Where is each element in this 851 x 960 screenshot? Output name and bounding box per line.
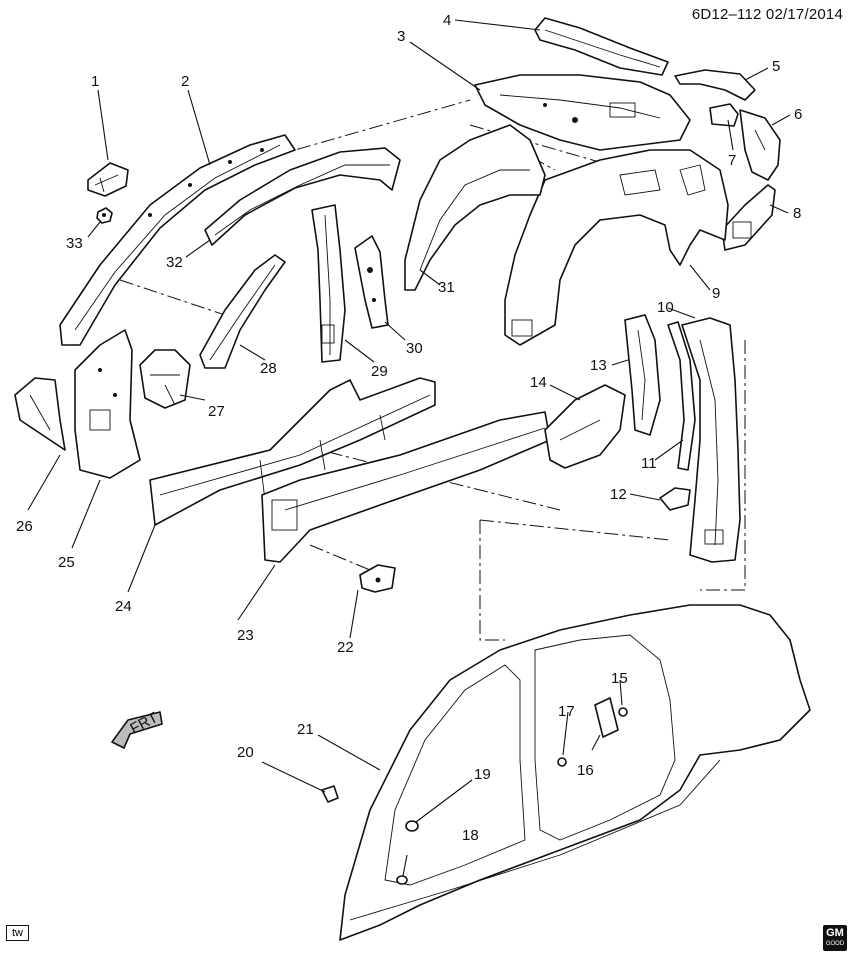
part-29-b-pillar (311, 204, 346, 363)
callout-labels: 1 2 3 4 5 6 7 8 9 10 11 12 13 14 15 16 1… (16, 12, 802, 844)
part-22-bracket (359, 564, 396, 593)
part-26-hinge-pillar (14, 377, 66, 451)
part-6-panel (739, 109, 781, 181)
part-11-strip (667, 321, 696, 471)
part-20-bumper (321, 785, 339, 803)
callout-14: 14 (530, 374, 547, 391)
callout-7: 7 (728, 152, 736, 169)
part-16-pad (594, 697, 619, 738)
part-12-block (659, 487, 691, 511)
callout-15: 15 (611, 670, 628, 687)
tw-badge: tw (6, 925, 29, 941)
part-2-roof-rail (59, 134, 296, 346)
part-17-plug (557, 757, 567, 767)
callout-1: 1 (91, 73, 99, 90)
part-31-wheelhouse-inner (404, 124, 546, 291)
callout-31: 31 (438, 279, 455, 296)
diagram-date: 02/17/2014 (765, 6, 843, 23)
callout-19: 19 (474, 766, 491, 783)
callout-16: 16 (577, 762, 594, 779)
part-24-rocker-inner (149, 377, 436, 526)
callout-22: 22 (337, 639, 354, 656)
part-25-panel (74, 329, 141, 479)
part-23-rocker-outer (261, 411, 551, 563)
part-15-clip (618, 707, 628, 717)
part-13-reinforcement (624, 314, 661, 436)
part-32-roof-rail-inner (204, 147, 401, 246)
diagram-id: 6D12–112 (691, 6, 762, 23)
part-33-nut (96, 207, 113, 224)
callout-9: 9 (712, 285, 720, 302)
part-5-bracket (674, 69, 756, 101)
callout-12: 12 (610, 486, 627, 503)
callout-18: 18 (462, 827, 479, 844)
part-27-bracket (139, 349, 191, 409)
callout-20: 20 (237, 744, 254, 761)
callout-28: 28 (260, 360, 277, 377)
callout-13: 13 (590, 357, 607, 374)
callout-5: 5 (772, 58, 780, 75)
part-10-c-pillar (681, 317, 741, 563)
part-9-wheelhouse (504, 149, 729, 346)
callout-25: 25 (58, 554, 75, 571)
front-indicator: FRT (111, 709, 163, 749)
gm-logo: GM GOOD (823, 925, 847, 951)
callout-33: 33 (66, 235, 83, 252)
callout-2: 2 (181, 73, 189, 90)
part-19-plug (405, 820, 419, 832)
callout-11: 11 (641, 455, 657, 472)
callout-27: 27 (208, 403, 225, 420)
callout-4: 4 (443, 12, 451, 29)
part-14-panel (544, 384, 626, 469)
callout-10: 10 (657, 299, 674, 316)
callout-23: 23 (237, 627, 254, 644)
callout-3: 3 (397, 28, 405, 45)
part-21-body-side-outer (339, 604, 811, 941)
part-8-panel (721, 184, 776, 251)
gm-logo-sub: GOOD (825, 941, 845, 947)
callout-17: 17 (558, 703, 575, 720)
gm-logo-text: GM (826, 927, 844, 939)
part-3-quarter-inner (474, 74, 691, 151)
callout-29: 29 (371, 363, 388, 380)
callout-24: 24 (115, 598, 132, 615)
leader-lines (27, 19, 791, 877)
part-4-rail (534, 17, 669, 76)
part-1-bracket (87, 162, 129, 197)
callout-8: 8 (793, 205, 801, 222)
callout-6: 6 (794, 106, 802, 123)
part-18-plug (396, 875, 408, 885)
part-28-brace (199, 254, 286, 369)
part-30-reinforcement (354, 235, 389, 329)
part-7-clip (709, 103, 739, 127)
callout-26: 26 (16, 518, 33, 535)
callout-30: 30 (406, 340, 423, 357)
callout-32: 32 (166, 254, 183, 271)
diagram-header: 6D12–112 02/17/2014 (692, 6, 843, 23)
callout-21: 21 (297, 721, 314, 738)
